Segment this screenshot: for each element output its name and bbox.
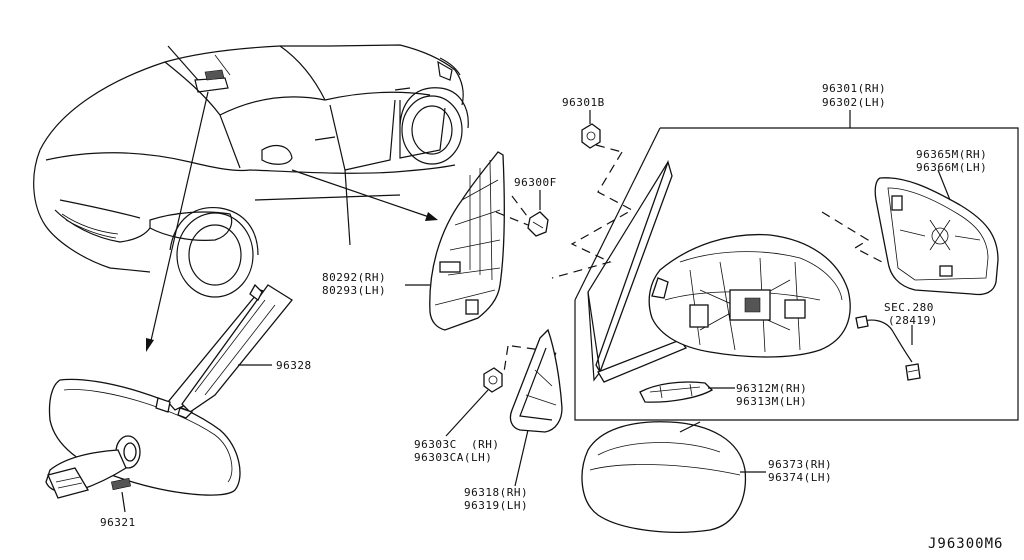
turn-lamp-96312m <box>639 381 714 403</box>
label-sec-28419: (28419) <box>888 314 938 327</box>
dash-96301b <box>595 144 623 153</box>
clip-96300f <box>527 211 549 237</box>
nut-96301b <box>581 123 601 149</box>
mirror-glass-96365m <box>874 177 999 296</box>
leader-arrows <box>146 45 438 352</box>
label-96321: 96321 <box>100 516 136 529</box>
mirror-housing <box>648 233 851 358</box>
mirror-base-plate <box>587 159 688 383</box>
leader-96318 <box>514 429 529 487</box>
label-96373-rh: 96373(RH) <box>768 458 832 471</box>
label-96374-lh: 96374(LH) <box>768 471 832 484</box>
leader-96300f <box>511 195 531 221</box>
diagram-id: J96300M6 <box>928 536 1003 552</box>
label-96319-lh: 96319(LH) <box>464 499 528 512</box>
mirror-assembly-box <box>574 127 1019 421</box>
nut-96303c <box>483 367 503 393</box>
leader-96373-box <box>679 421 701 433</box>
vehicle-illustration <box>33 44 469 298</box>
label-96313m-lh: 96313M(LH) <box>736 395 807 408</box>
leader-96303c <box>445 389 489 437</box>
label-96301b: 96301B <box>562 96 605 109</box>
label-96312m-rh: 96312M(RH) <box>736 382 807 395</box>
label-96366m-lh: 96366M(LH) <box>916 161 987 174</box>
corner-trim-80292 <box>429 151 505 331</box>
label-96318-rh: 96318(RH) <box>464 486 528 499</box>
leader-96321 <box>121 491 126 513</box>
label-96328: 96328 <box>276 359 312 372</box>
label-96303ca-lh: 96303CA(LH) <box>414 451 492 464</box>
label-96300f: 96300F <box>514 176 557 189</box>
corner-finisher-96318 <box>509 328 563 433</box>
inner-mirror-96321 <box>45 378 241 499</box>
connector-sec280 <box>855 315 921 381</box>
label-96302-lh: 96302(LH) <box>822 96 886 109</box>
label-96303c-rh: 96303C (RH) <box>414 438 499 451</box>
label-80292-rh: 80292(RH) <box>322 271 386 284</box>
label-96301-rh: 96301(RH) <box>822 82 886 95</box>
label-sec280: SEC.280 <box>884 301 934 314</box>
mirror-cap-96373 <box>581 421 747 533</box>
mirror-cover-96328 <box>155 283 293 419</box>
label-96365m-rh: 96365M(RH) <box>916 148 987 161</box>
leader-96365m <box>937 169 951 201</box>
dash-96300f <box>495 211 529 226</box>
label-80293-lh: 80293(LH) <box>322 284 386 297</box>
